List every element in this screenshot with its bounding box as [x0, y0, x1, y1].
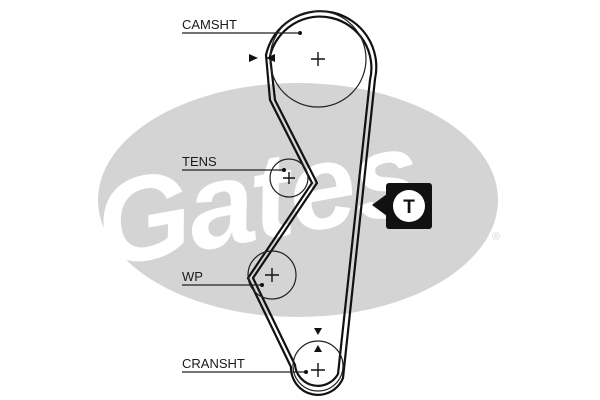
belt-inner-line [251, 15, 373, 387]
crankshaft-pulley-circle [292, 340, 344, 392]
water-pump-pulley [247, 250, 297, 300]
tension-marker: T [372, 183, 432, 229]
watermark-ellipse [98, 83, 498, 317]
crankshaft-timing-arrow-up-icon [314, 345, 322, 352]
gates-watermark: Gates ® [86, 83, 500, 317]
tensioner-leader-dot [282, 168, 286, 172]
water-pump-center-cross-icon [265, 268, 279, 282]
tension-marker-letter: T [403, 197, 415, 218]
water-pump-label: WP [182, 269, 203, 284]
registered-mark: ® [492, 231, 500, 243]
tensioner-pulley [269, 158, 309, 198]
timing-belt [246, 10, 378, 396]
leader-dots [260, 168, 308, 374]
camshaft-timing-arrow-left-icon [249, 54, 258, 62]
belt-outer-line [246, 10, 378, 396]
water-pump-pulley-circle [247, 250, 297, 300]
camshaft-label: CAMSHT [182, 17, 237, 32]
crankshaft-timing-arrow-down-icon [314, 328, 322, 335]
camshaft-timing-arrow-right-icon [266, 54, 275, 62]
camshaft-center-cross-icon [311, 52, 325, 66]
tensioner-pulley-circle [269, 158, 309, 198]
tension-check-icon [393, 190, 425, 222]
tensioner-center-cross-icon [283, 172, 295, 184]
tensioner-label: TENS [182, 154, 217, 169]
leader-lines [182, 32, 306, 373]
crankshaft-leader-dot [304, 370, 308, 374]
crankshaft-center-cross-icon [311, 363, 325, 377]
tension-marker-arrow-icon [372, 194, 387, 216]
water-pump-leader-dot [260, 283, 264, 287]
crankshaft-label: CRANSHT [182, 356, 245, 371]
crankshaft-pulley [292, 328, 344, 392]
